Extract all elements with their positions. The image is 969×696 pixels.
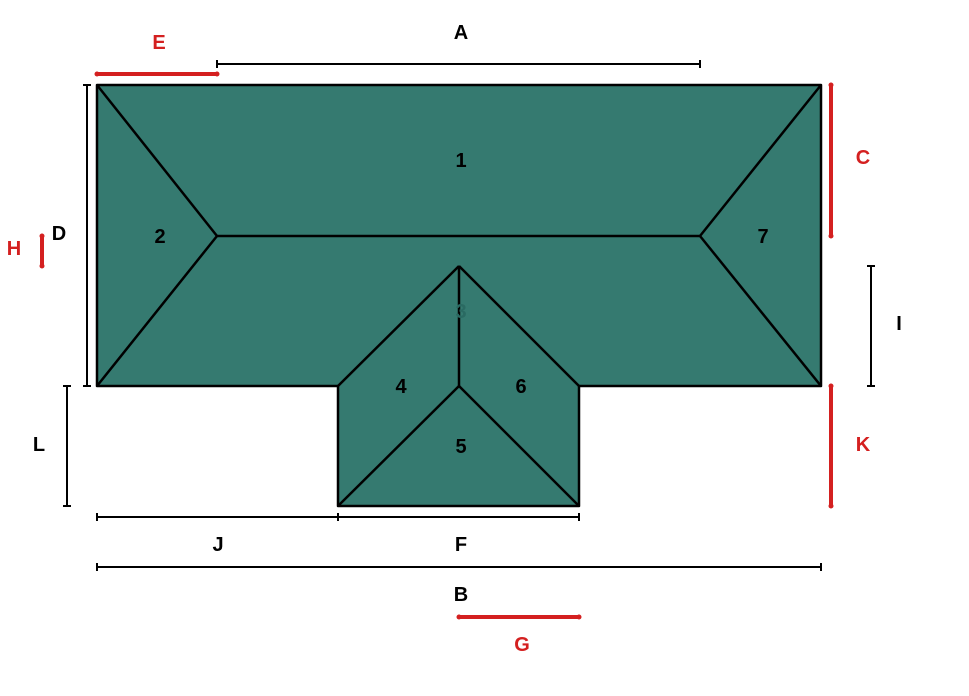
dimension-k [828, 383, 834, 509]
dimension-label-h: H [7, 238, 21, 260]
dimension-a [216, 60, 701, 68]
dimension-label-b: B [454, 584, 468, 606]
dimension-labels: A E D H C I K L J F B G [7, 22, 902, 656]
dimension-h [39, 233, 45, 269]
dimension-c [828, 82, 834, 239]
hip-top-right [699, 84, 822, 237]
dimension-g [456, 614, 582, 620]
wing-hip-right [458, 385, 580, 507]
facet-label-1: 1 [455, 150, 466, 172]
facet-label-2: 2 [154, 226, 165, 248]
facet-label-5: 5 [455, 436, 466, 458]
dimension-label-e: E [152, 32, 165, 54]
dimension-label-l: L [33, 434, 45, 456]
dimension-f [338, 513, 580, 521]
dimension-label-a: A [454, 22, 468, 44]
dimension-label-i: I [896, 313, 902, 335]
dimension-label-f: F [455, 534, 467, 556]
facet-label-6: 6 [515, 376, 526, 398]
wing-hip-left [337, 385, 460, 507]
dimension-label-j: J [212, 534, 223, 556]
dimension-e [94, 71, 220, 77]
valley-right [458, 265, 580, 387]
hip-bottom-right [699, 235, 822, 387]
dimension-j [96, 513, 339, 521]
hip-top-left [96, 84, 218, 237]
facet-label-3: 3 [455, 301, 466, 323]
hip-bottom-left [96, 235, 218, 387]
dimension-b [96, 563, 822, 571]
facet-labels: 1 2 3 4 5 6 7 [154, 150, 768, 458]
dimension-lines [39, 60, 875, 620]
dimension-i [867, 265, 875, 387]
roof-lines [96, 84, 822, 507]
dimension-d [83, 84, 91, 387]
dimension-label-k: K [856, 434, 871, 456]
facet-label-7: 7 [757, 226, 768, 248]
valley-left [337, 265, 460, 387]
dimension-label-c: C [856, 147, 870, 169]
dimension-l [63, 385, 71, 507]
facet-label-4: 4 [395, 376, 407, 398]
dimension-label-g: G [514, 634, 530, 656]
dimension-label-d: D [52, 223, 66, 245]
